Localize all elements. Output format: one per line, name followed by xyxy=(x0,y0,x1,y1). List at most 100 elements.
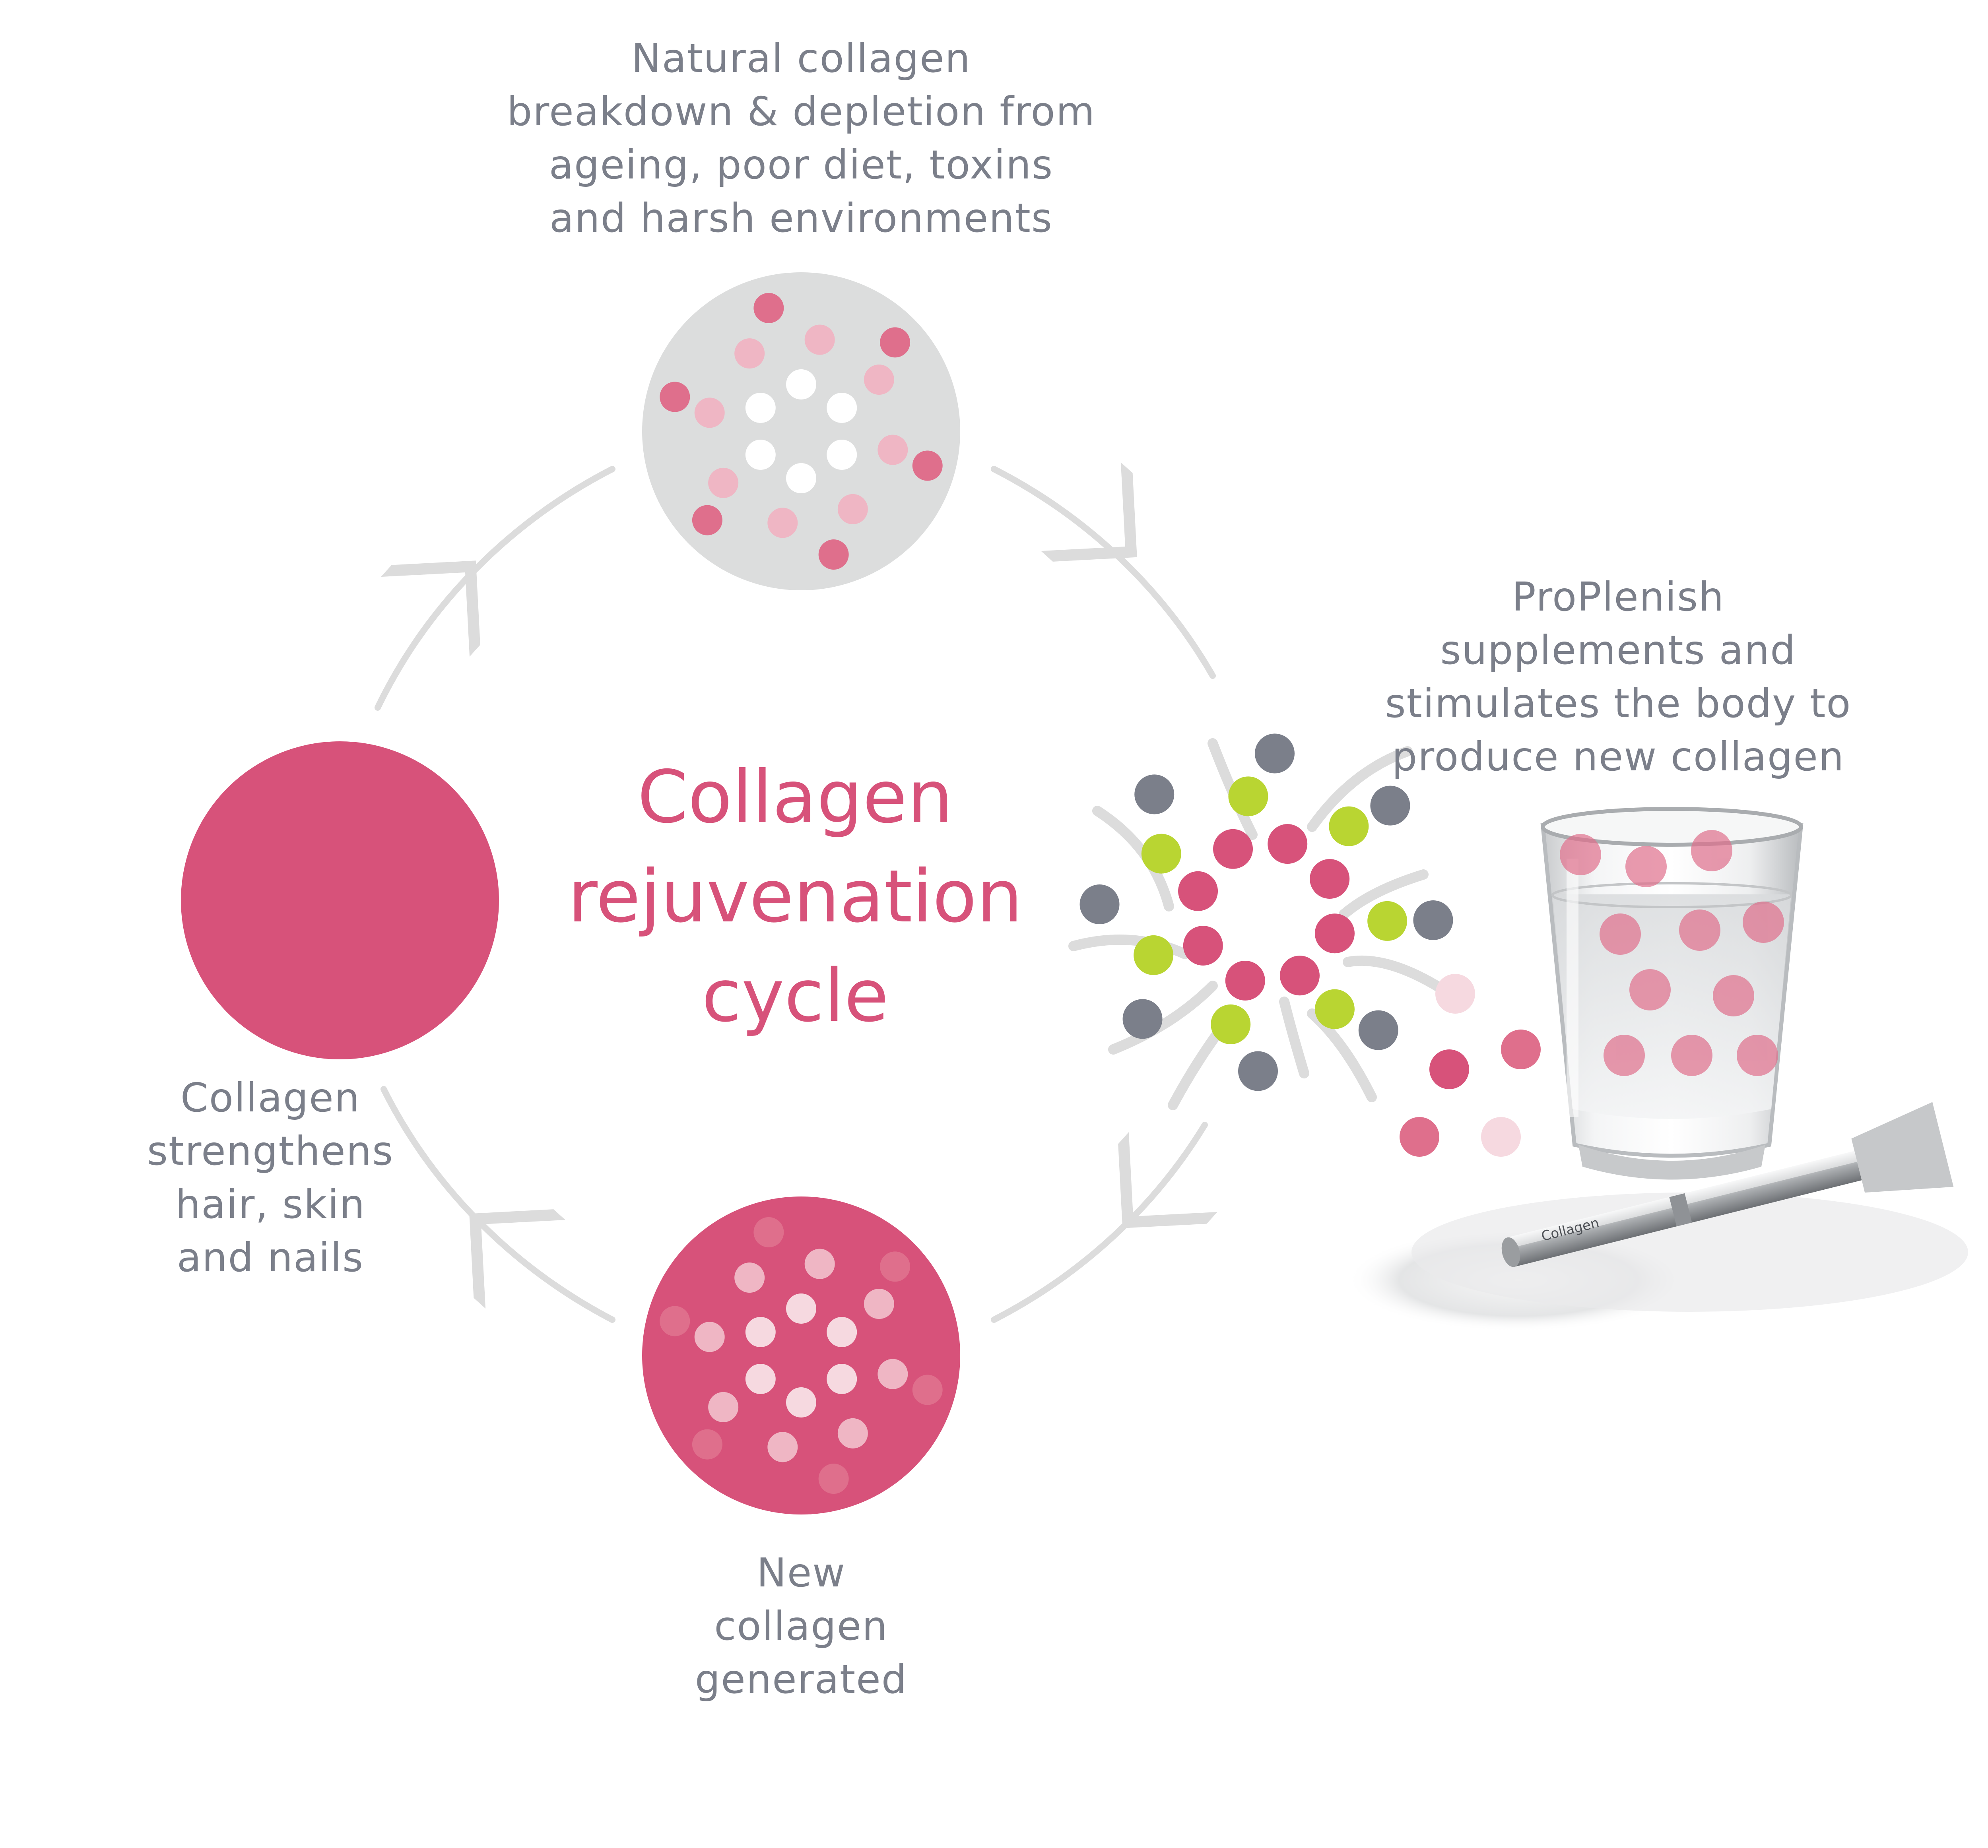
cycle-arrow-icon xyxy=(381,560,480,657)
molecule-slate-node xyxy=(1079,884,1120,925)
molecule-pink-node xyxy=(1213,829,1253,869)
product-illustration: Collagen xyxy=(1348,807,1968,1332)
collagen-dot xyxy=(818,539,849,570)
depletion-caption-line: Natural collagen xyxy=(631,35,971,81)
collagen-dot xyxy=(880,1251,911,1282)
collagen-dot xyxy=(694,1322,725,1352)
molecule-strand xyxy=(1307,746,1413,832)
collagen-dot xyxy=(786,1387,816,1418)
glass-collagen-dot xyxy=(1743,902,1784,943)
molecule-pink-node xyxy=(1279,956,1320,996)
molecule-pink-node xyxy=(1268,824,1308,864)
strengthens-caption-line: Collagen xyxy=(180,1074,361,1121)
falling-collagen-dots xyxy=(1400,974,1541,1157)
molecule-pink-node xyxy=(1178,871,1218,911)
molecule-slate-node xyxy=(1254,733,1295,774)
glass-collagen-dot xyxy=(1713,975,1754,1016)
glass-collagen-dots xyxy=(1560,830,1784,1076)
collagen-dot xyxy=(818,1464,849,1494)
collagen-dot xyxy=(912,450,943,481)
collagen-dot xyxy=(786,463,816,493)
collagen-dot xyxy=(1501,1030,1541,1069)
depleted-collagen-disc xyxy=(642,272,960,590)
collagen-dot xyxy=(878,434,908,465)
proplenish-caption-line: ProPlenish xyxy=(1512,574,1725,620)
strengthens-caption-line: hair, skin xyxy=(175,1181,366,1227)
depletion-caption-line: ageing, poor diet, toxins xyxy=(549,142,1054,188)
strengthens-caption-line: and nails xyxy=(177,1234,364,1281)
molecule-lime-node xyxy=(1329,806,1369,846)
collagen-dot xyxy=(827,1364,857,1394)
molecule-lime-node xyxy=(1141,834,1181,874)
collagen-dot xyxy=(880,327,911,358)
new-collagen-caption-line: collagen xyxy=(714,1603,888,1649)
glass-collagen-dot xyxy=(1679,909,1720,951)
strong-collagen-disc xyxy=(181,741,499,1059)
collagen-dot xyxy=(1481,1117,1521,1157)
depleted-collagen-dots xyxy=(660,293,943,570)
glass-collagen-dot xyxy=(1560,834,1601,875)
collagen-dot xyxy=(864,365,894,395)
new-collagen-caption-line: New xyxy=(756,1549,846,1596)
molecule-pink-node xyxy=(1183,925,1223,966)
collagen-dot xyxy=(745,440,776,470)
glass-collagen-dot xyxy=(1600,913,1641,955)
collagen-dot xyxy=(837,1418,868,1449)
cycle-arrow-icon xyxy=(469,1209,565,1309)
glass-collagen-dot xyxy=(1629,969,1671,1010)
depletion-caption: Natural collagen breakdown & depletion f… xyxy=(404,32,1199,245)
glass-collagen-dot xyxy=(1691,830,1732,871)
molecule-strand xyxy=(1339,869,1429,919)
molecule-slate-node xyxy=(1358,1010,1398,1050)
glass-collagen-dot xyxy=(1604,1035,1645,1076)
molecule-slate-node xyxy=(1238,1051,1278,1091)
collagen-dot xyxy=(745,393,776,423)
collagen-dot xyxy=(692,505,722,535)
molecule-pink-node xyxy=(1225,960,1265,1001)
collagen-dot xyxy=(864,1289,894,1319)
collagen-dot xyxy=(692,1429,722,1460)
powder-sachet-icon xyxy=(1501,1102,1954,1267)
molecule-lime-node xyxy=(1228,776,1268,816)
collagen-dot xyxy=(767,508,798,538)
collagen-dot xyxy=(827,440,857,470)
collagen-dot xyxy=(753,293,784,323)
collagen-dot xyxy=(837,494,868,524)
collagen-dot xyxy=(878,1359,908,1389)
collagen-dot xyxy=(753,1217,784,1247)
collagen-dot xyxy=(786,369,816,399)
cycle-title-line: Collagen xyxy=(637,755,953,839)
new-collagen-caption: New collagen generated xyxy=(602,1546,1000,1706)
collagen-dot xyxy=(912,1375,943,1405)
collagen-dot xyxy=(745,1317,776,1347)
collagen-molecule-icon xyxy=(1068,733,1460,1110)
cycle-arrow-icon xyxy=(1041,462,1137,562)
depletion-caption-line: breakdown & depletion from xyxy=(507,88,1096,135)
molecule-strand xyxy=(1108,981,1218,1055)
glass-collagen-dot xyxy=(1737,1035,1778,1076)
collagen-dot xyxy=(1429,1049,1469,1089)
proplenish-caption-line: stimulates the body to xyxy=(1385,680,1852,727)
cycle-title-line: rejuvenation xyxy=(568,854,1023,939)
collagen-dot xyxy=(694,398,725,428)
cycle-arc-top-right xyxy=(991,466,1216,679)
proplenish-caption: ProPlenish supplements and stimulates th… xyxy=(1344,570,1893,783)
collagen-dot xyxy=(660,1306,690,1336)
molecule-lime-node xyxy=(1134,935,1174,975)
new-collagen-dots xyxy=(660,1217,943,1494)
proplenish-caption-line: supplements and xyxy=(1440,627,1796,673)
molecule-lime-node xyxy=(1367,901,1408,941)
new-collagen-caption-line: generated xyxy=(695,1656,908,1703)
molecule-lime-node xyxy=(1211,1004,1251,1044)
collagen-dot xyxy=(708,1392,739,1422)
molecule-pink-node xyxy=(1314,913,1355,954)
collagen-dot xyxy=(1400,1117,1439,1157)
glass-collagen-dot xyxy=(1625,846,1667,887)
strengthens-caption: Collagen strengthens hair, skin and nail… xyxy=(95,1071,445,1284)
cycle-arc-bottom-right xyxy=(991,1122,1208,1323)
cycle-arc-top-left xyxy=(375,466,615,711)
collagen-dot xyxy=(660,382,690,412)
collagen-dot xyxy=(734,338,765,369)
